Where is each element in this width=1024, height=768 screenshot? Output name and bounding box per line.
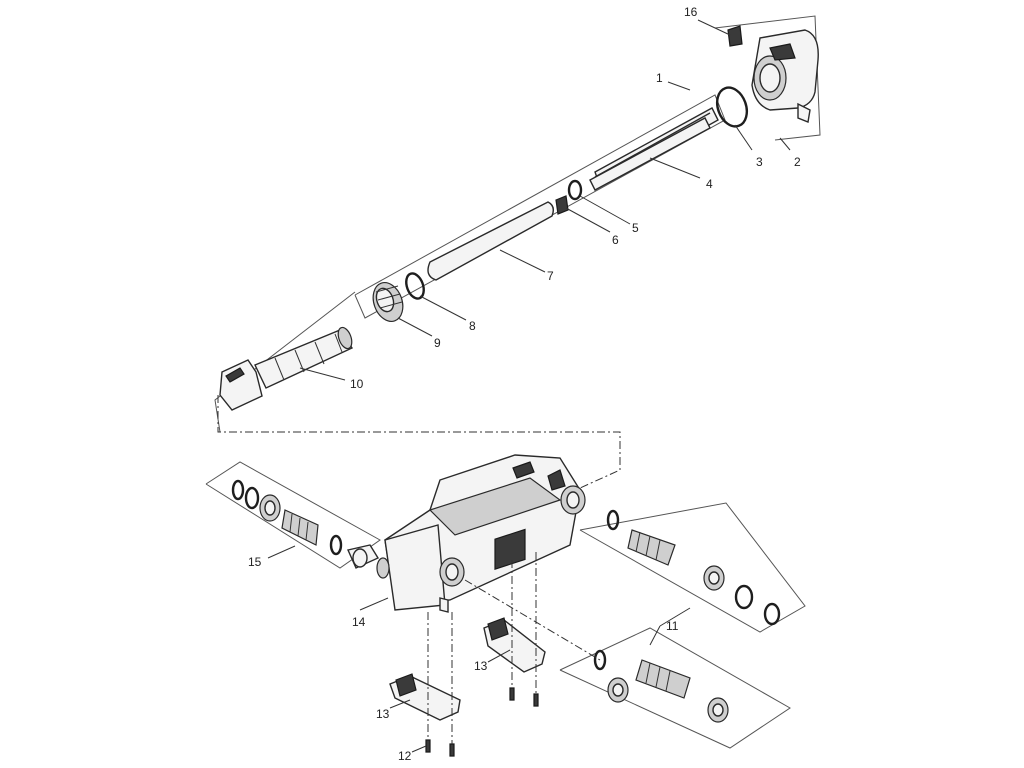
leader-lines: [267, 19, 791, 753]
union-nut-part: [372, 282, 404, 322]
callout-14: 14: [352, 615, 366, 629]
hose-fitting-group-upper-right: [579, 502, 806, 633]
hose-fitting-group-left: [205, 461, 381, 569]
callout-13-lower: 13: [376, 707, 390, 721]
callout-5: 5: [632, 221, 639, 235]
callout-4: 4: [706, 177, 713, 191]
callout-7: 7: [547, 269, 554, 283]
seal-ring-part: [405, 272, 425, 300]
spacer-part: [555, 195, 569, 215]
lamp-cap-part: [751, 29, 819, 123]
callout-15: 15: [248, 555, 262, 569]
mounting-bracket-part-b: [483, 617, 546, 673]
callout-11: 11: [666, 619, 679, 633]
callout-10: 10: [350, 377, 364, 391]
alignment-line: [217, 395, 621, 489]
small-clip-part: [727, 25, 743, 47]
filter-housing-part: [376, 454, 586, 613]
callout-12: 12: [398, 749, 412, 763]
callout-3: 3: [756, 155, 763, 169]
callout-9: 9: [434, 336, 441, 350]
callout-labels: 16 1 2 3 4 5 6 7 8 9 10 11 15 14 13 13 1…: [248, 5, 801, 763]
callout-16: 16: [684, 5, 698, 19]
uv-lamp-part: [589, 117, 711, 191]
callout-2: 2: [794, 155, 801, 169]
callout-6: 6: [612, 233, 619, 247]
hose-fitting-group-lower-right: [559, 627, 791, 749]
mounting-bracket-part-a: [389, 673, 461, 721]
wiper-part: [219, 326, 354, 411]
small-ring-part: [567, 179, 583, 201]
sleeve-part: [427, 201, 555, 281]
assembly-lines-lower: [427, 552, 601, 744]
callout-8: 8: [469, 319, 476, 333]
callout-1: 1: [656, 71, 663, 85]
o-ring-part: [715, 86, 749, 128]
screw-parts: [425, 687, 539, 757]
callout-13-upper: 13: [474, 659, 488, 673]
